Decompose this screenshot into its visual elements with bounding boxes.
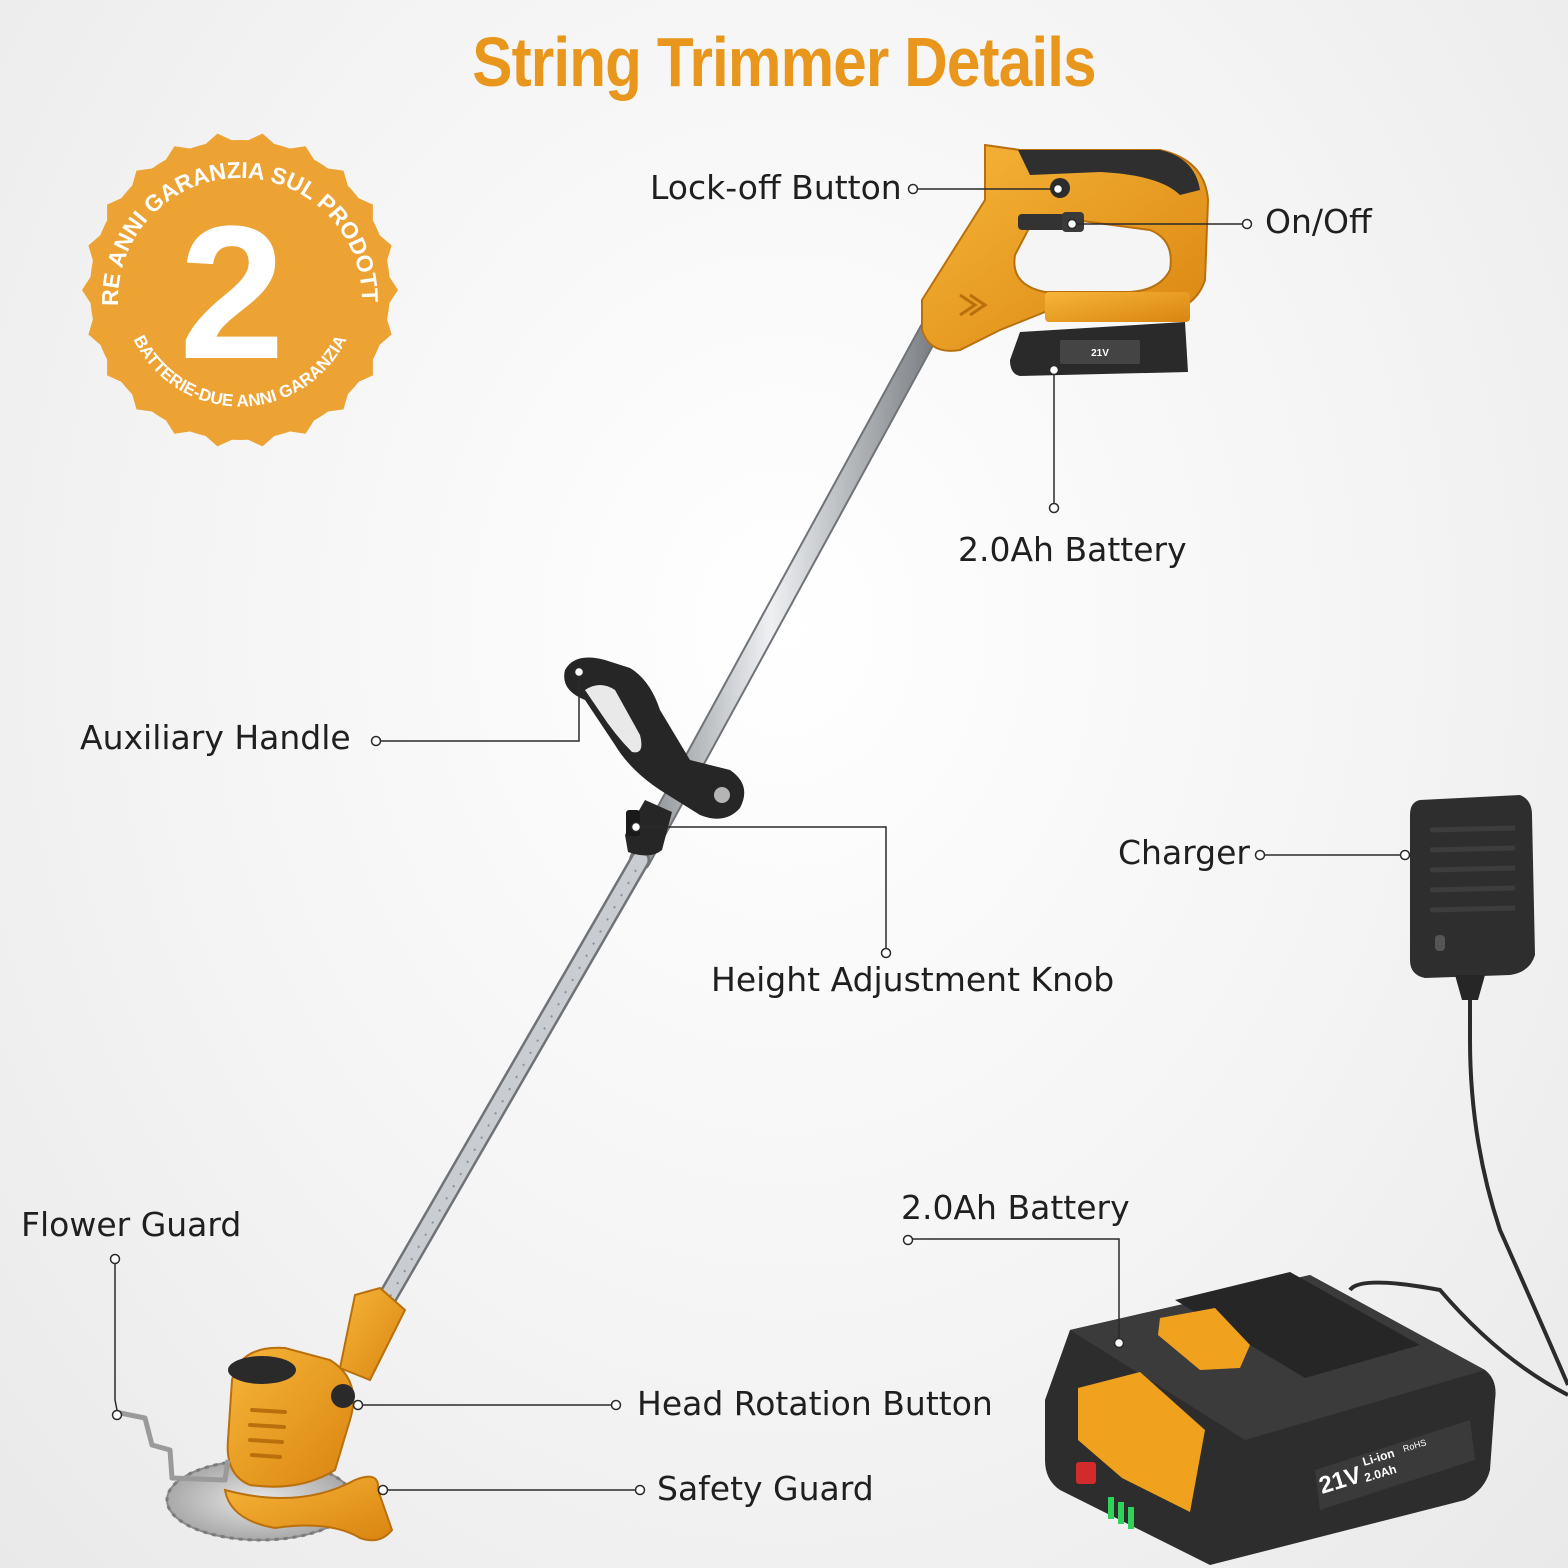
badge-number: 2: [179, 187, 285, 399]
head-rotation-button[interactable]: [331, 1384, 355, 1408]
page-title: String Trimmer Details: [472, 23, 1096, 101]
label-head-rotation-button: Head Rotation Button: [637, 1384, 993, 1423]
label-charger: Charger: [1118, 833, 1250, 872]
label-battery-pack: 2.0Ah Battery: [901, 1188, 1130, 1227]
label-lock-off-button: Lock-off Button: [650, 168, 902, 207]
label-attached-battery: 2.0Ah Battery: [958, 530, 1187, 569]
callout-lines: [114, 188, 1405, 1491]
callout-dots: [109, 183, 1411, 1496]
flower-guard: [114, 1409, 231, 1483]
leader-flower-guard: [114, 1260, 119, 1416]
battery-pack: 21V Li-ion 2.0Ah RoHS: [1045, 1272, 1496, 1565]
label-height-adjustment-knob: Height Adjustment Knob: [711, 960, 1115, 999]
leader-battery-pack: [908, 1238, 1120, 1340]
leader-height-knob: [636, 826, 887, 950]
safety-guard: [223, 1475, 394, 1542]
label-flower-guard: Flower Guard: [21, 1205, 242, 1244]
charger: [1348, 795, 1568, 1397]
warranty-badge: 2 TRE ANNI GARANZIA SUL PRODOTTO BATTERI…: [0, 0, 398, 447]
label-on-off: On/Off: [1265, 202, 1372, 241]
leader-aux-handle: [377, 674, 580, 742]
label-safety-guard: Safety Guard: [657, 1469, 874, 1508]
attached-battery: 21V: [1010, 292, 1190, 376]
attached-battery-voltage: 21V: [1091, 348, 1109, 359]
auxiliary-handle[interactable]: [564, 657, 745, 819]
label-auxiliary-handle: Auxiliary Handle: [80, 718, 351, 757]
